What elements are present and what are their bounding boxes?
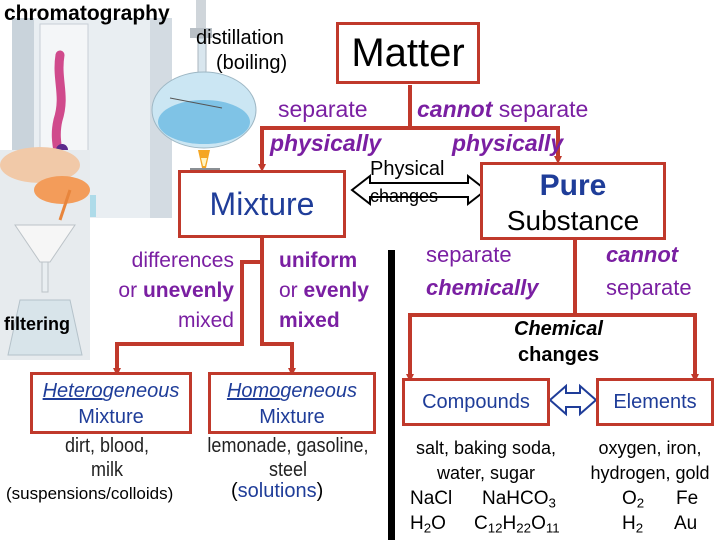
formula-sugar: C12H22O11 (474, 513, 560, 535)
elements-example-line1: oxygen, iron, (580, 436, 720, 461)
formula-o2: O2 (622, 488, 644, 510)
elements-example-line2: hydrogen, gold (580, 461, 720, 486)
heterogeneous-examples: dirt, blood, milk (31, 434, 184, 482)
pure-title-line2: Substance (483, 205, 663, 237)
hetero-desc-line2: or unevenly (100, 276, 234, 306)
hetero-example-line1: dirt, blood, (31, 434, 184, 458)
chemical-changes-line1: Chemical (514, 318, 603, 341)
formula-h2: H2 (622, 513, 643, 535)
elements-title: Elements (599, 381, 711, 423)
heterogeneous-note: (suspensions/colloids) (6, 484, 173, 504)
cannot-separate-physically-line1: cannot separate (417, 96, 588, 123)
homogeneous-examples: lemonade, gasoline, steel (205, 434, 371, 482)
homo-desc-line2: or evenly (279, 276, 369, 306)
separate-physically-line2: physically (270, 130, 381, 157)
formula-fe: Fe (676, 488, 698, 510)
elements-box: Elements (596, 378, 714, 426)
formula-nacl: NaCl (410, 488, 452, 510)
pure-substance-box: Pure Substance (480, 162, 666, 240)
heterogeneous-subtitle: Mixture (33, 404, 189, 430)
elements-examples: oxygen, iron, hydrogen, gold (580, 436, 720, 486)
label-chromatography: chromatography (4, 2, 170, 26)
homogeneous-mixture-box: Homogeneous Mixture (208, 372, 376, 434)
label-boiling: (boiling) (216, 52, 287, 75)
compounds-elements-arrow (550, 386, 596, 414)
hetero-desc-line1: differences (100, 246, 234, 276)
pure-title-line1: Pure (483, 167, 663, 205)
separate-chemically-line1: separate (426, 242, 512, 268)
separate-physically-line1: separate (278, 96, 368, 123)
separate-chemically-line2: chemically (426, 275, 539, 301)
homogeneous-note: (solutions) (231, 480, 323, 503)
divider-line (388, 250, 395, 540)
mixture-box: Mixture (178, 170, 346, 238)
cannot-separate-physically-line2: physically (452, 130, 563, 157)
homogeneous-title: Homogeneous (211, 378, 373, 404)
heterogeneous-description: differences or unevenly mixed (100, 246, 234, 336)
label-distillation: distillation (196, 27, 284, 50)
heterogeneous-mixture-box: Heterogeneous Mixture (30, 372, 192, 434)
chemical-changes-line2: changes (518, 344, 599, 367)
cannot-separate-chemically-line2: separate (606, 275, 692, 301)
label-filtering: filtering (4, 314, 70, 335)
mixture-title: Mixture (181, 173, 343, 235)
cannot-separate-chemically-line1: cannot (606, 242, 678, 268)
homogeneous-description: uniform or evenly mixed (279, 246, 369, 336)
physical-changes-line2: changes (370, 186, 438, 207)
homo-example-line1: lemonade, gasoline, (205, 434, 371, 458)
hetero-example-line2: milk (31, 458, 184, 482)
formula-au: Au (674, 513, 697, 535)
homo-desc-line1: uniform (279, 246, 369, 276)
compounds-example-line2: water, sugar (398, 461, 574, 486)
homogeneous-subtitle: Mixture (211, 404, 373, 430)
matter-title: Matter (339, 25, 477, 81)
compounds-examples: salt, baking soda, water, sugar (398, 436, 574, 486)
compounds-title: Compounds (405, 381, 547, 423)
homo-example-line2: steel (205, 458, 371, 482)
hetero-desc-line3: mixed (100, 306, 234, 336)
compounds-box: Compounds (402, 378, 550, 426)
formula-nahco3: NaHCO3 (482, 488, 556, 510)
formula-h2o: H2O (410, 513, 446, 535)
compounds-example-line1: salt, baking soda, (398, 436, 574, 461)
heterogeneous-title: Heterogeneous (33, 378, 189, 404)
matter-box: Matter (336, 22, 480, 84)
homo-desc-line3: mixed (279, 306, 369, 336)
physical-changes-line1: Physical (370, 158, 444, 181)
